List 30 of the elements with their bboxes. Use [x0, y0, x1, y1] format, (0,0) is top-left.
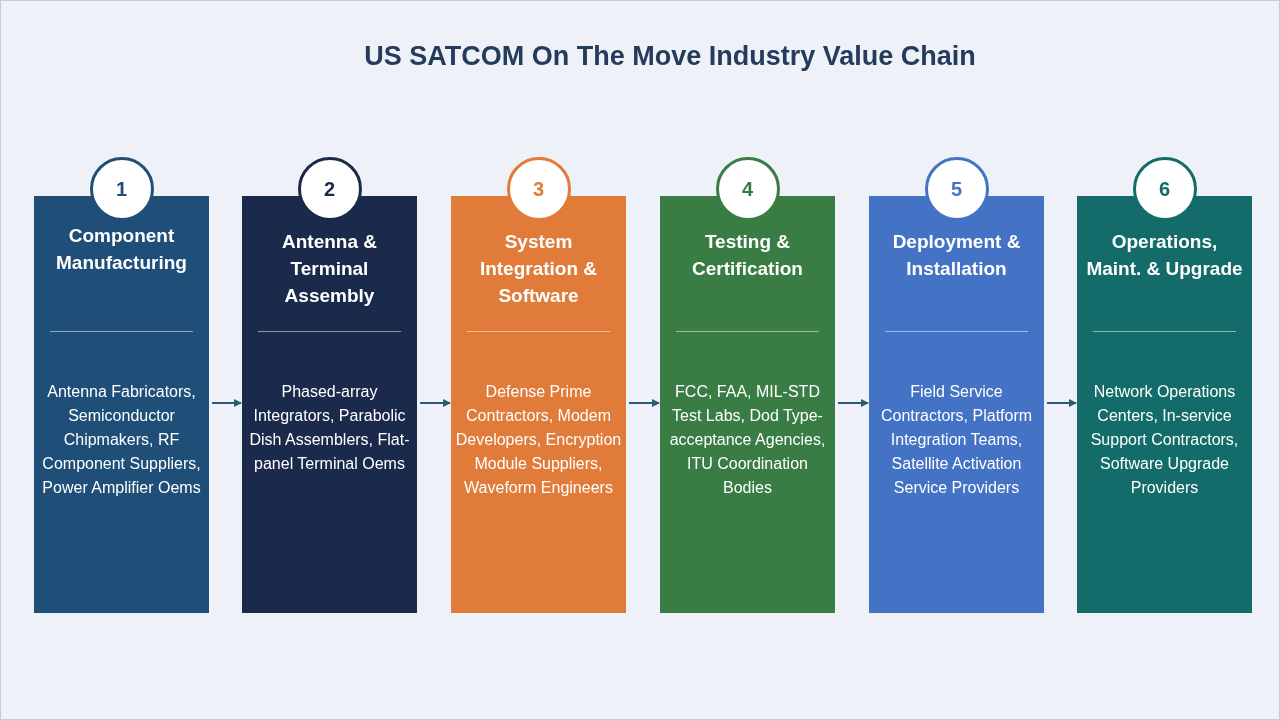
- number-circle: 4: [715, 157, 780, 221]
- stage-heading: Antenna & Terminal Assembly: [281, 230, 378, 308]
- number-circle: 1: [89, 157, 154, 221]
- arrow: [628, 399, 660, 407]
- stage-description: Phased-array Integrators, Parabolic Dish Assemblers, Flat-panel Terminal Oems: [248, 382, 411, 474]
- arrow: [837, 399, 869, 407]
- stage-column: [34, 196, 209, 613]
- arrow: [419, 399, 451, 407]
- stage-description: Antenna Fabricators, Semiconductor Chipmakers, RF Component Suppliers, Power Amplifier Oems: [41, 382, 202, 498]
- stage-column: [660, 196, 835, 613]
- stage-column: [1077, 196, 1252, 613]
- number-circle: 2: [297, 157, 362, 221]
- stage-description: Network Operations Centers, In-service Support Contractors, Software Upgrade Providers: [1089, 382, 1240, 498]
- stage-heading: Deployment & Installation: [891, 230, 1022, 281]
- stage-column: [242, 196, 417, 613]
- stage-heading: Operations, Maint. & Upgrade: [1085, 230, 1244, 281]
- stage-heading: Testing & Certification: [691, 230, 804, 281]
- stage-description: Defense Prime Contractors, Modem Developers, Encryption Module Suppliers, Waveform Engineers: [455, 382, 622, 498]
- number-circle: 3: [506, 157, 571, 221]
- stage-heading: System Integration & Software: [478, 230, 599, 308]
- stage-column: [451, 196, 626, 613]
- stage-column: [869, 196, 1044, 613]
- stage-heading: Component Manufacturing: [55, 224, 188, 275]
- number-circle: 6: [1132, 157, 1197, 221]
- stage-description: FCC, FAA, MIL-STD Test Labs, Dod Type-acceptance Agencies, ITU Coordination Bodies: [668, 382, 827, 498]
- diagram-title: US SATCOM On The Move Industry Value Chain: [363, 41, 977, 72]
- arrow: [1046, 399, 1077, 407]
- arrow: [211, 399, 242, 407]
- number-circle: 5: [924, 157, 989, 221]
- stage-description: Field Service Contractors, Platform Integration Teams, Satellite Activation Service Providers: [879, 382, 1034, 498]
